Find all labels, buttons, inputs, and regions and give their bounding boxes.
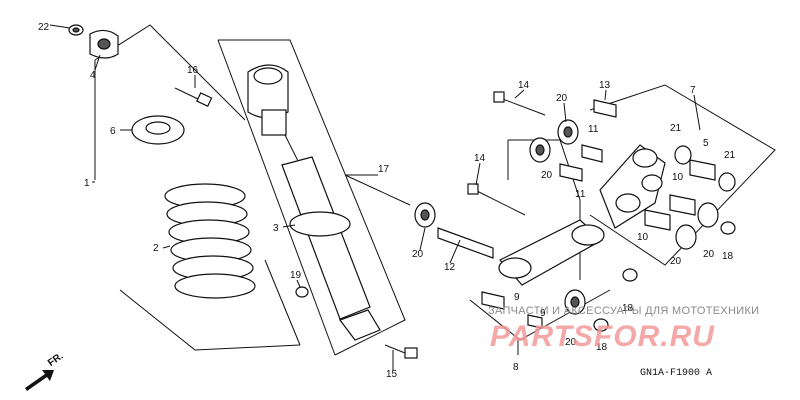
watermark-tagline: ЗАПЧАСТИ И АКСЕССУАРЫ ДЛЯ МОТОТЕХНИКИ xyxy=(488,305,760,317)
shock-assembly-outline xyxy=(94,24,406,356)
label-20-left: 20 xyxy=(412,249,424,260)
label-11-lower: 11 xyxy=(575,189,586,200)
bushing-part xyxy=(89,29,119,59)
washer-part xyxy=(414,202,436,228)
bolt-15-part xyxy=(384,344,418,359)
bolt-16-part xyxy=(174,87,213,107)
collar-9-part xyxy=(481,291,543,329)
label-10-upper: 10 xyxy=(672,172,684,183)
label-22: 22 xyxy=(38,22,50,33)
label-4: 4 xyxy=(90,70,96,81)
label-18-right: 18 xyxy=(722,251,734,262)
label-16: 16 xyxy=(187,65,199,76)
label-9-upper: 9 xyxy=(514,292,520,303)
washer-20-upper xyxy=(529,119,579,163)
label-7: 7 xyxy=(690,85,696,96)
label-17: 17 xyxy=(378,164,390,175)
label-20-mid: 20 xyxy=(541,170,553,181)
label-20-upper: 20 xyxy=(556,93,568,104)
nut-part xyxy=(68,24,84,36)
label-18-mid: 18 xyxy=(622,303,634,314)
label-9-lower: 9 xyxy=(540,308,546,319)
label-19: 19 xyxy=(290,270,302,281)
bolt-14b-part xyxy=(467,183,526,216)
leader-lines xyxy=(49,24,701,370)
label-20-right-b: 20 xyxy=(703,249,715,260)
label-14-upper: 14 xyxy=(518,80,530,91)
collar-parts xyxy=(559,99,617,182)
label-21-left: 21 xyxy=(670,123,682,134)
watermark-brand: PARTSFOR.RU xyxy=(490,320,715,353)
label-5: 5 xyxy=(703,138,709,149)
arm-bushings xyxy=(644,145,736,250)
shock-link-part xyxy=(498,219,605,286)
shock-absorber-part xyxy=(247,64,381,341)
nut-18-parts xyxy=(593,221,736,332)
label-8: 8 xyxy=(513,362,519,373)
label-10-lower: 10 xyxy=(637,232,649,243)
label-15: 15 xyxy=(386,369,398,380)
label-14-lower: 14 xyxy=(474,153,486,164)
label-11-upper: 11 xyxy=(588,124,599,135)
bolt-14-part xyxy=(493,91,546,116)
washer-20-lower xyxy=(564,289,586,315)
label-2: 2 xyxy=(153,243,159,254)
label-6: 6 xyxy=(110,126,116,137)
label-13: 13 xyxy=(599,80,611,91)
part-labels: 22 4 6 1 2 16 3 19 17 20 12 15 14 20 13 … xyxy=(38,22,736,380)
diagram-code: GN1A-F1900 A xyxy=(640,368,713,379)
pin-12-part xyxy=(437,227,494,259)
label-12: 12 xyxy=(444,262,456,273)
spring-seat-part xyxy=(131,115,185,145)
label-18-lower: 18 xyxy=(596,342,608,353)
label-1: 1 xyxy=(84,178,90,189)
label-20-lower: 20 xyxy=(565,337,577,348)
label-20-right-a: 20 xyxy=(670,256,682,267)
label-3: 3 xyxy=(273,223,279,234)
bolt-17-part xyxy=(344,174,411,206)
front-direction-arrow-icon xyxy=(25,370,54,391)
nut-19-part xyxy=(295,286,309,298)
shock-arm-part xyxy=(599,144,666,229)
label-21-right: 21 xyxy=(724,150,736,161)
spring-part xyxy=(164,183,256,299)
